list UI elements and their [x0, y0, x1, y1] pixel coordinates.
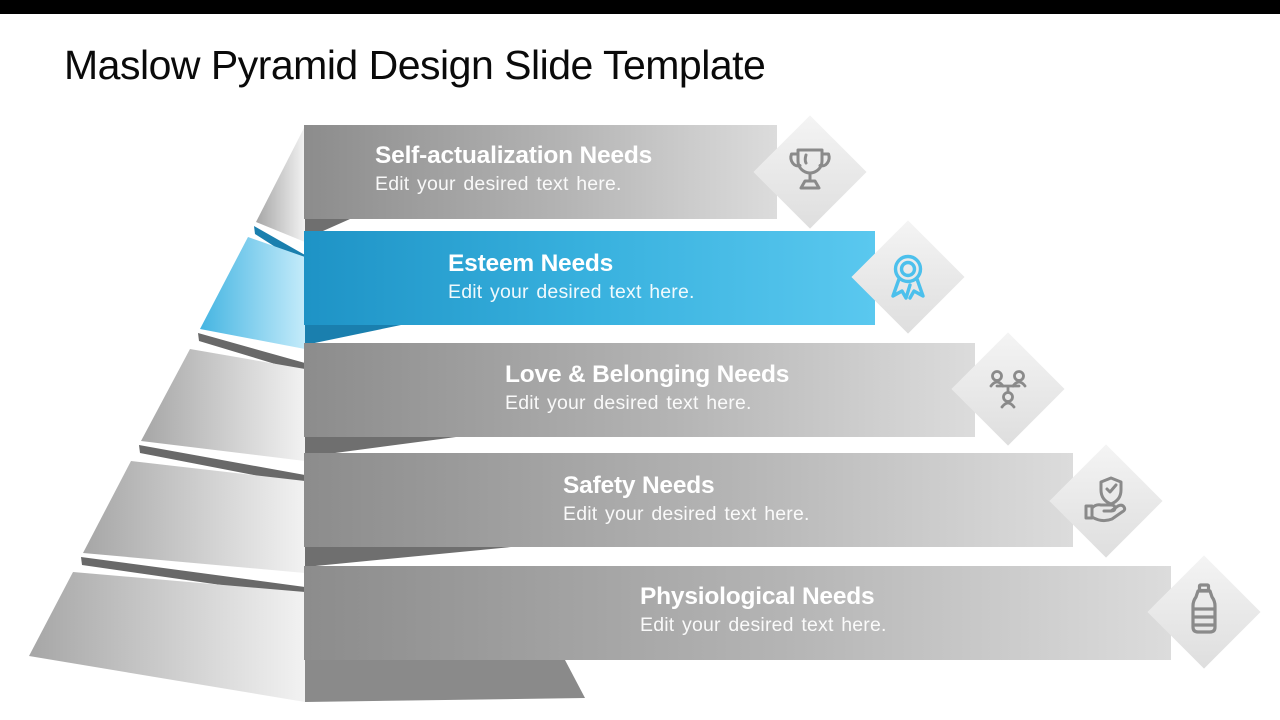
- level-band-self-actualization[interactable]: [304, 125, 777, 219]
- team-icon: [989, 370, 1027, 409]
- pyramid-face-level-1: [256, 126, 305, 242]
- level-text-love-belonging[interactable]: Love & Belonging Needs Edit your desired…: [505, 361, 789, 415]
- level-heading[interactable]: Love & Belonging Needs: [505, 361, 790, 388]
- level-text-safety[interactable]: Safety Needs Edit your desired text here…: [563, 472, 810, 526]
- shield-hand-icon: [1084, 476, 1127, 523]
- level-band-esteem[interactable]: [304, 231, 875, 325]
- level-heading[interactable]: Physiological Needs: [640, 583, 875, 610]
- level-band-physiological[interactable]: [304, 566, 1171, 660]
- level-body[interactable]: Edit your desired text here.: [563, 503, 810, 526]
- slide-title[interactable]: Maslow Pyramid Design Slide Template: [64, 42, 766, 88]
- medal-icon: [891, 254, 925, 300]
- level-body[interactable]: Edit your desired text here.: [505, 392, 752, 415]
- ribbon-fold-level-4: [305, 547, 511, 567]
- level-heading[interactable]: Safety Needs: [563, 472, 715, 499]
- level-text-self-actualization[interactable]: Self-actualization Needs Edit your desir…: [375, 142, 652, 196]
- level-text-esteem[interactable]: Esteem Needs Edit your desired text here…: [448, 250, 695, 304]
- level-heading[interactable]: Self-actualization Needs: [375, 142, 653, 169]
- pyramid-lip-level-3: [198, 333, 578, 373]
- level-band-safety[interactable]: [304, 453, 1073, 547]
- pyramid-face-level-5: [29, 572, 305, 702]
- level-body[interactable]: Edit your desired text here.: [375, 173, 622, 196]
- level-body[interactable]: Edit your desired text here.: [640, 614, 887, 637]
- trophy-icon: [789, 148, 831, 190]
- level-heading[interactable]: Esteem Needs: [448, 250, 614, 277]
- level-band-love-belonging[interactable]: [304, 343, 975, 437]
- level-text-physiological[interactable]: Physiological Needs Edit your desired te…: [640, 583, 887, 637]
- pyramid-base-front-face: [305, 660, 585, 702]
- pyramid-face-level-3: [141, 349, 305, 461]
- ribbon-fold-level-2: [305, 325, 401, 345]
- pyramid-face-level-2: [200, 237, 305, 349]
- ribbon-fold-level-3: [305, 437, 456, 457]
- water-bottle-icon: [1191, 583, 1217, 634]
- letterbox-top-bar: [0, 0, 1280, 14]
- pyramid-face-level-4: [83, 461, 305, 573]
- level-body[interactable]: Edit your desired text here.: [448, 281, 695, 304]
